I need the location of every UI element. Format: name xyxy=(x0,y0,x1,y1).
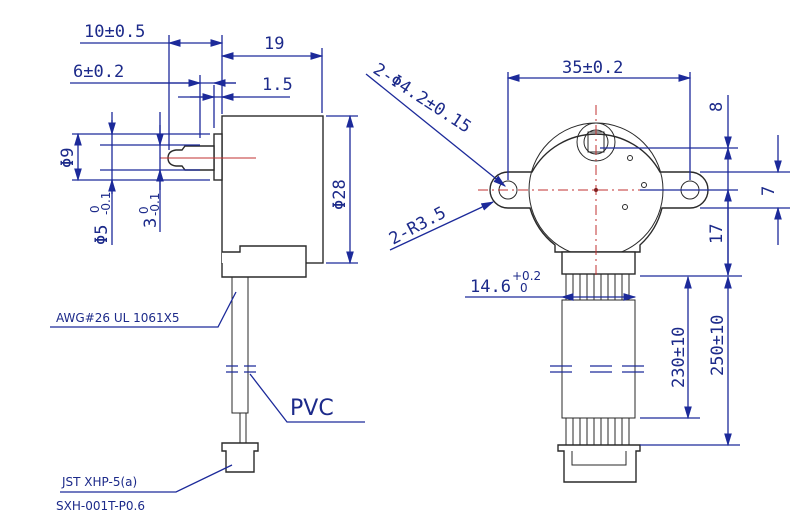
front-view: 35±0.2 2-Φ4.2±0.15 2-R3.5 8 17 7 14.6 +0… xyxy=(365,58,790,483)
holes-leader xyxy=(365,73,507,187)
wire-housing xyxy=(221,245,307,278)
connector-leader xyxy=(60,464,233,493)
dim-flat-tol-lower: -0.1 xyxy=(148,193,162,216)
flange xyxy=(213,133,223,181)
dim-body-dia: Φ28 xyxy=(330,179,350,210)
terminal-label: SXH-001T-P0.6 xyxy=(56,499,145,513)
sleeve-leader xyxy=(249,373,365,423)
dim-ribbon-tol-upper: +0.2 xyxy=(512,269,541,283)
dim-shaft-tol-upper: 0 xyxy=(88,205,102,213)
dim-flange-dia: Φ9 xyxy=(58,148,78,168)
dim-flat-width: 3 xyxy=(141,218,161,228)
dim-flat-tol-upper: 0 xyxy=(137,206,151,214)
dim-shaft-length: 10±0.5 xyxy=(84,22,145,42)
dim-ribbon-width: 14.6 xyxy=(470,277,511,297)
connector-label: JST XHP-5(a) xyxy=(61,475,137,489)
motor-body-side xyxy=(221,115,324,264)
dim-wire-230: 230±10 xyxy=(669,327,689,388)
wire-label: AWG#26 UL 1061X5 xyxy=(56,311,180,325)
dim-shaft-dia: Φ5 xyxy=(92,225,112,245)
dim-shaft-tol-lower: -0.1 xyxy=(99,192,113,215)
sleeve-label: PVC xyxy=(290,396,334,421)
side-view: 10±0.5 19 6±0.2 1.5 Φ9 Φ5 0 -0.1 xyxy=(50,22,365,513)
dim-ear-width: 7 xyxy=(759,186,779,196)
dim-flange-thickness: 1.5 xyxy=(262,75,293,95)
wire-bundle xyxy=(231,276,249,414)
dim-wire-250: 250±10 xyxy=(708,315,728,376)
ribbon-cable xyxy=(550,274,644,483)
dim-ribbon-tol-lower: 0 xyxy=(520,281,528,295)
break-marks xyxy=(226,365,256,373)
dim-body-depth: 19 xyxy=(264,34,284,54)
dim-holes: 2-Φ4.2±0.15 xyxy=(369,59,474,137)
dim-shaft-offset: 8 xyxy=(707,102,727,112)
ribbon-connector xyxy=(557,444,641,483)
dim-flat-length: 6±0.2 xyxy=(73,62,124,82)
radius-leader xyxy=(389,201,495,251)
dim-hole-spacing: 35±0.2 xyxy=(562,58,623,78)
wire-leader xyxy=(50,291,237,328)
dim-center-to-bottom: 17 xyxy=(707,224,727,244)
connector xyxy=(221,442,259,473)
